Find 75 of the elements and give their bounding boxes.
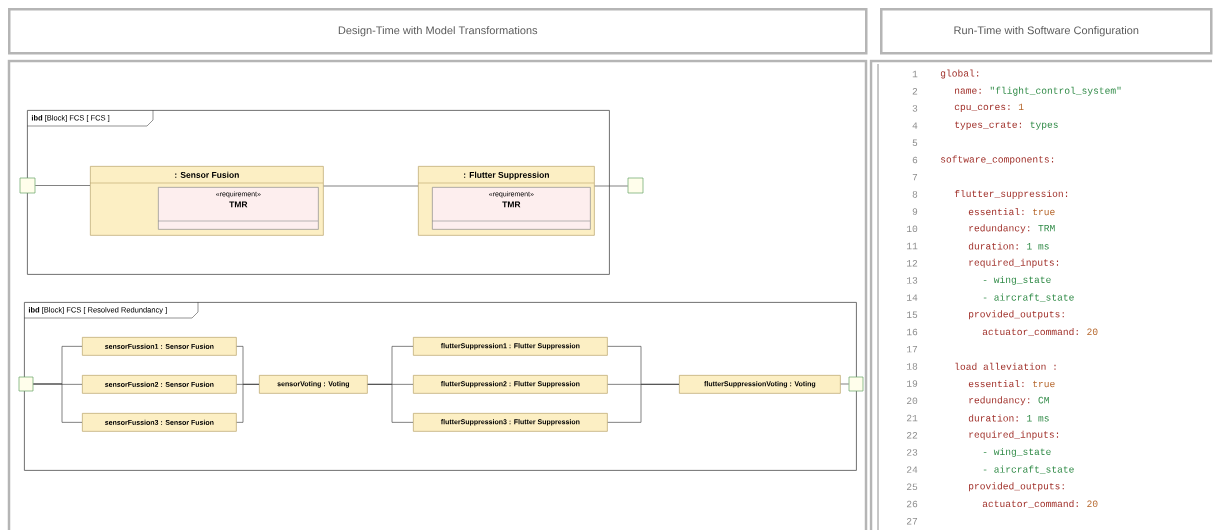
code-text: types_crate: (955, 121, 1021, 130)
code-text: duration: (968, 414, 1018, 422)
code-text: cpu_cores: (954, 104, 1010, 112)
port-square (848, 376, 864, 392)
code-text: - aircraft_state (983, 465, 1074, 474)
line-number: 24 (906, 466, 918, 473)
code-text: provided_outputs: (969, 482, 1064, 492)
code-text: actuator_command: (982, 328, 1078, 336)
code-value: CM (1038, 396, 1049, 404)
code-text: essential: (968, 380, 1024, 388)
connector (594, 185, 628, 187)
line-number: 21 (906, 414, 918, 422)
code-text: redundancy: (969, 396, 1030, 406)
code-value: "flight_control_system" (990, 86, 1121, 96)
line-number: 20 (906, 397, 918, 405)
line-number: 25 (906, 483, 918, 491)
connector (367, 384, 414, 423)
line-number: 18 (907, 363, 918, 370)
code-text: required_inputs: (969, 258, 1059, 268)
line-number: 9 (912, 208, 918, 215)
line-number: 13 (907, 277, 918, 284)
connector (35, 185, 91, 186)
code-text: flutter_suppression: (954, 189, 1068, 199)
line-number: 10 (907, 225, 918, 233)
code-text: - aircraft_state (983, 293, 1074, 302)
line-number: 12 (907, 260, 918, 267)
line-number: 11 (907, 242, 918, 250)
line-number: 17 (907, 346, 918, 353)
code-text: load alleviation : (955, 362, 1056, 370)
connector (607, 384, 680, 423)
line-number: 15 (907, 311, 918, 318)
code-text: provided_outputs: (969, 310, 1064, 320)
code-text: redundancy: (969, 224, 1030, 234)
line-number: 16 (907, 328, 918, 336)
code-text: duration: (968, 242, 1018, 250)
connector (323, 185, 419, 187)
code-value: 1 ms (1027, 415, 1049, 422)
line-number: 27 (906, 518, 918, 525)
code-value: TRM (1038, 224, 1055, 232)
line-number: 23 (906, 449, 918, 456)
header-box: Design-Time with Model Transformations (8, 8, 868, 55)
port-square (627, 177, 644, 194)
line-number: 6 (912, 156, 918, 164)
code-value: 1 (1018, 103, 1024, 110)
code-text: actuator_command: (982, 500, 1078, 508)
code-value: 20 (1087, 500, 1098, 508)
line-number: 5 (912, 139, 918, 146)
port-square (18, 376, 34, 392)
code-text: - wing_state (983, 447, 1051, 457)
code-text: - wing_state (983, 275, 1051, 285)
line-number: 26 (906, 500, 918, 508)
line-number: 19 (907, 380, 918, 387)
connector (236, 384, 260, 423)
line-number: 7 (912, 174, 918, 181)
code-value: 1 ms (1027, 243, 1049, 250)
line-number: 2 (912, 88, 918, 95)
code-text: software_components: (941, 155, 1054, 165)
code-value: 20 (1087, 328, 1098, 336)
line-number: 14 (907, 294, 918, 301)
connector (33, 383, 83, 423)
line-number: 3 (912, 105, 918, 112)
code-value: types (1030, 121, 1058, 130)
code-text: global: (940, 69, 979, 79)
line-number: 1 (912, 70, 918, 78)
code-value: true (1033, 380, 1055, 388)
line-number: 22 (906, 432, 918, 439)
line-number: 8 (912, 191, 918, 198)
code-value: true (1033, 208, 1055, 216)
line-number: 4 (912, 122, 918, 129)
code-text: required_inputs: (969, 430, 1059, 440)
code-text: essential: (968, 208, 1024, 216)
connector (840, 383, 849, 385)
port-square (19, 177, 36, 194)
code-text: name: (955, 88, 981, 94)
header-box: Run-Time with Software Configuration (880, 8, 1213, 55)
